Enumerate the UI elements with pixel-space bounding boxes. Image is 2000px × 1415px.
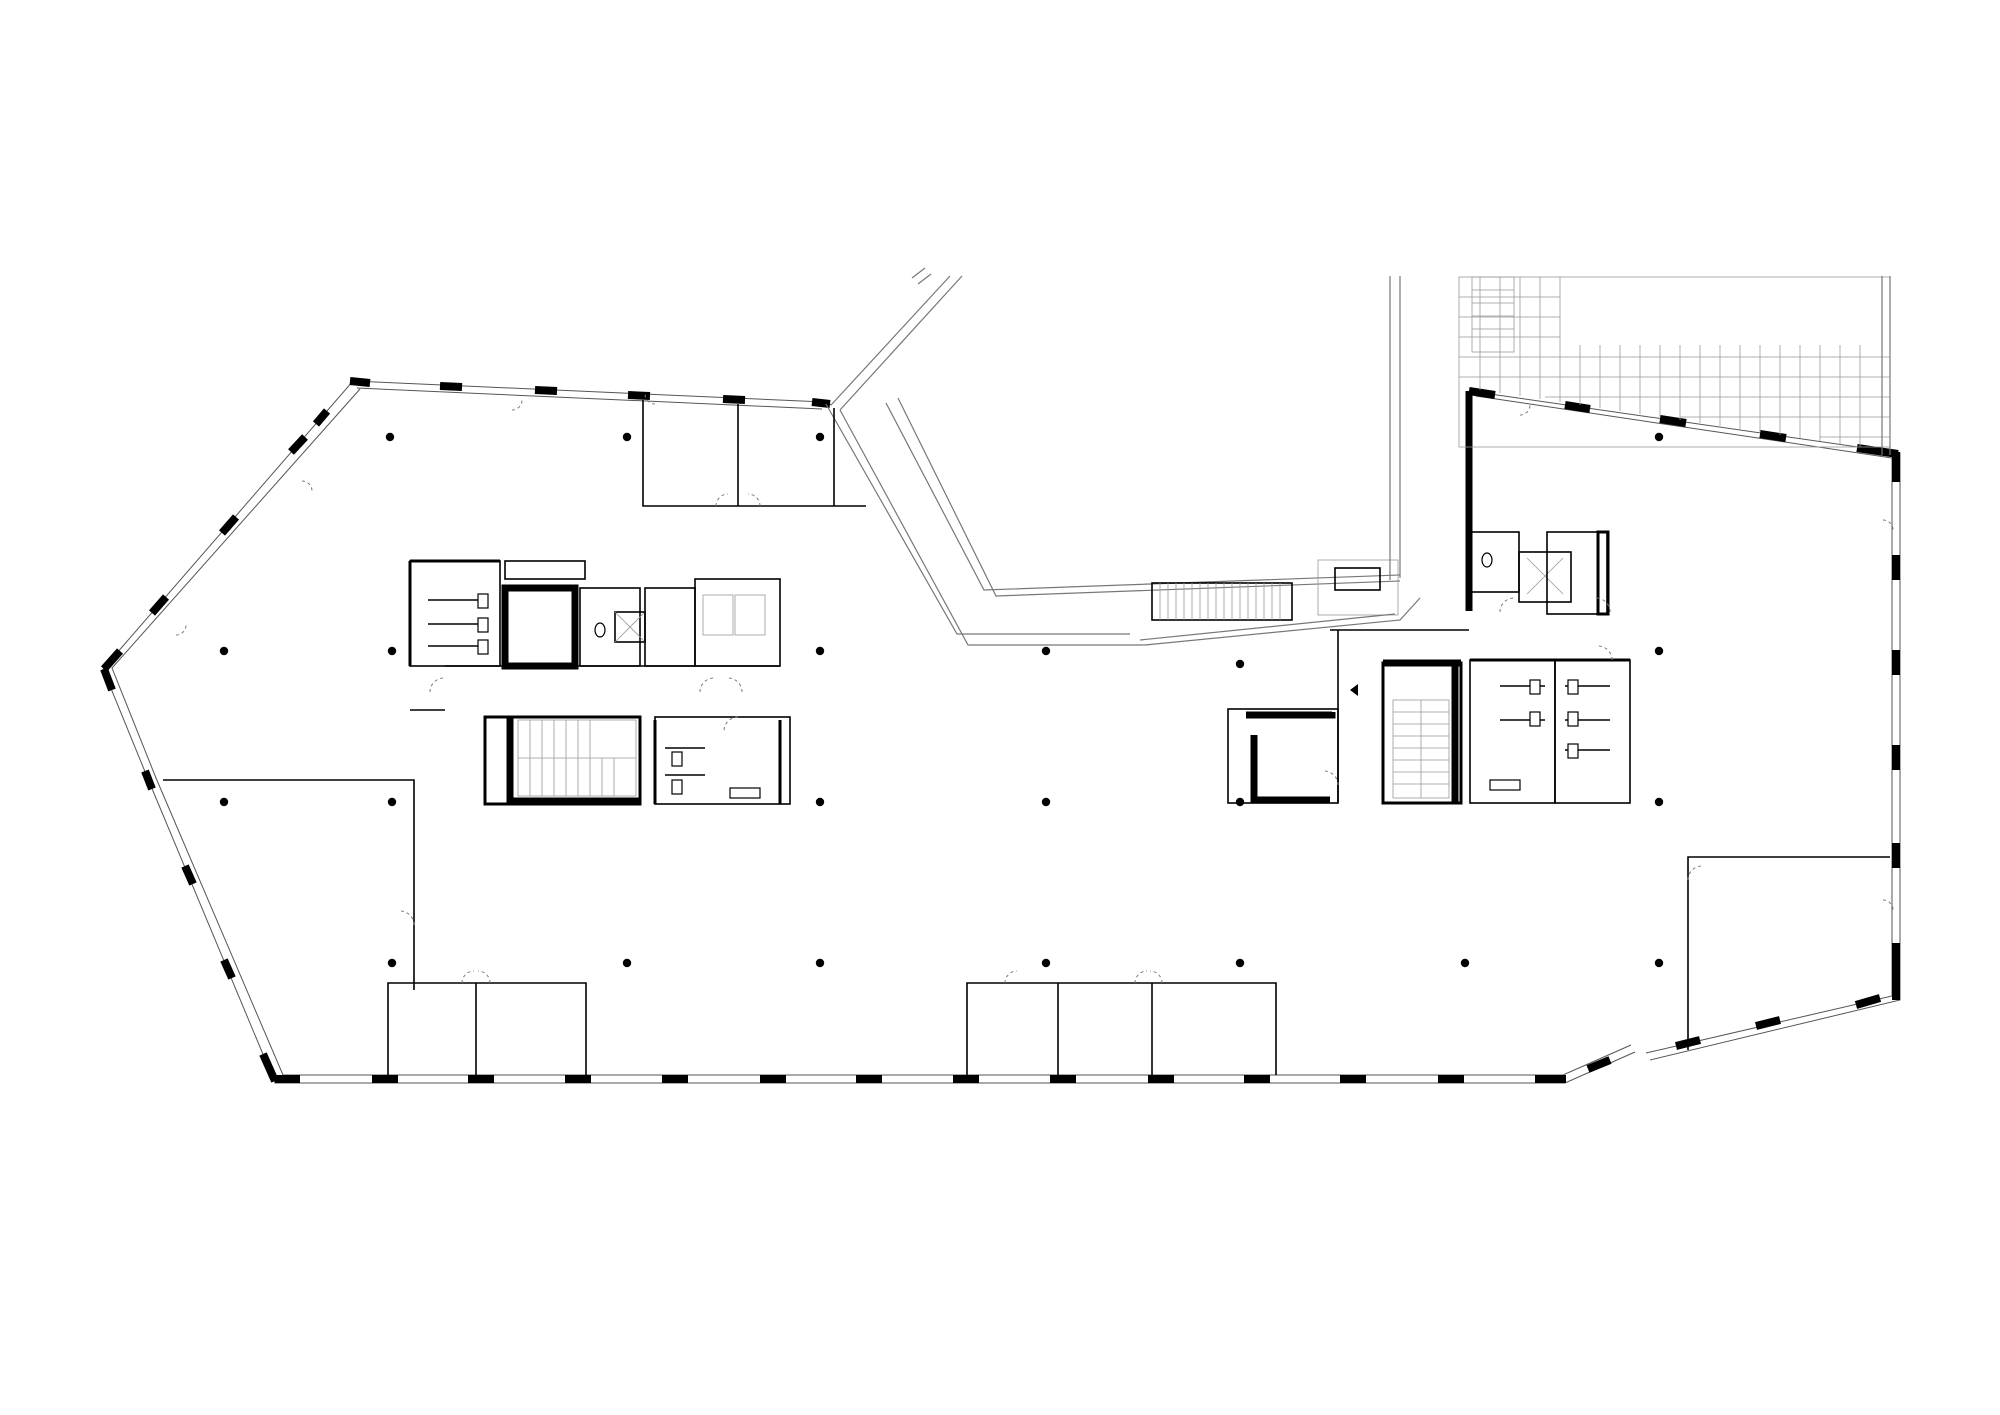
- column: [1041, 958, 1051, 968]
- sink-icon: [729, 787, 761, 799]
- toilet-icon: [1567, 679, 1579, 695]
- column: [1235, 958, 1245, 968]
- toilet-icon: [1567, 743, 1579, 759]
- sink-icon: [1489, 779, 1521, 791]
- west-wing-facade: [100, 377, 1636, 1084]
- toilet-icon: [477, 639, 489, 655]
- toilet-icon: [1529, 679, 1541, 695]
- column: [1041, 797, 1051, 807]
- toilet-icon: [1481, 552, 1493, 568]
- column: [1235, 659, 1245, 669]
- toilet-icon: [671, 751, 683, 767]
- west-southwest-piers: [141, 769, 279, 1083]
- column: [622, 958, 632, 968]
- south-piers: [275, 1056, 1612, 1083]
- column: [1654, 646, 1664, 656]
- column: [387, 797, 397, 807]
- column: [385, 432, 395, 442]
- facade-door-swings: [175, 393, 1894, 911]
- toilet-icon: [1567, 711, 1579, 727]
- toilet-icon: [1529, 711, 1541, 727]
- courtyard-walkway: [825, 267, 1421, 646]
- east-south-meeting-rooms: [966, 970, 1277, 1075]
- column: [219, 646, 229, 656]
- toilet-icon: [477, 617, 489, 633]
- toilet-icon: [477, 593, 489, 609]
- column: [815, 432, 825, 442]
- column: [387, 646, 397, 656]
- column: [219, 797, 229, 807]
- west-south-meeting-rooms: [387, 970, 587, 1075]
- east-core-stair: [1227, 630, 1463, 805]
- east-core-main: [1330, 530, 1631, 804]
- west-core-south: [483, 715, 791, 806]
- arrow-icon: [1350, 684, 1358, 696]
- column: [815, 646, 825, 656]
- east-stair: [1392, 699, 1450, 799]
- column: [815, 797, 825, 807]
- link-stair: [1151, 559, 1399, 621]
- west-stair: [517, 719, 637, 797]
- column: [1654, 797, 1664, 807]
- west-north-meeting-rooms: [642, 400, 866, 507]
- column: [1654, 958, 1664, 968]
- roof-terrace: [1389, 276, 1891, 580]
- west-north-piers: [349, 377, 831, 408]
- toilet-icon: [671, 779, 683, 795]
- structural-columns: [219, 432, 1664, 968]
- column: [1041, 646, 1051, 656]
- column: [1235, 797, 1245, 807]
- west-northwest-piers: [100, 408, 331, 692]
- east-corner-office: [1687, 856, 1890, 1050]
- column: [1654, 432, 1664, 442]
- west-corner-office: [163, 779, 415, 990]
- east-wing-facade: [1465, 387, 1901, 1061]
- column: [815, 958, 825, 968]
- column: [1460, 958, 1470, 968]
- column: [622, 432, 632, 442]
- column: [387, 958, 397, 968]
- toilet-icon: [594, 622, 606, 638]
- west-core-north: [408, 559, 781, 711]
